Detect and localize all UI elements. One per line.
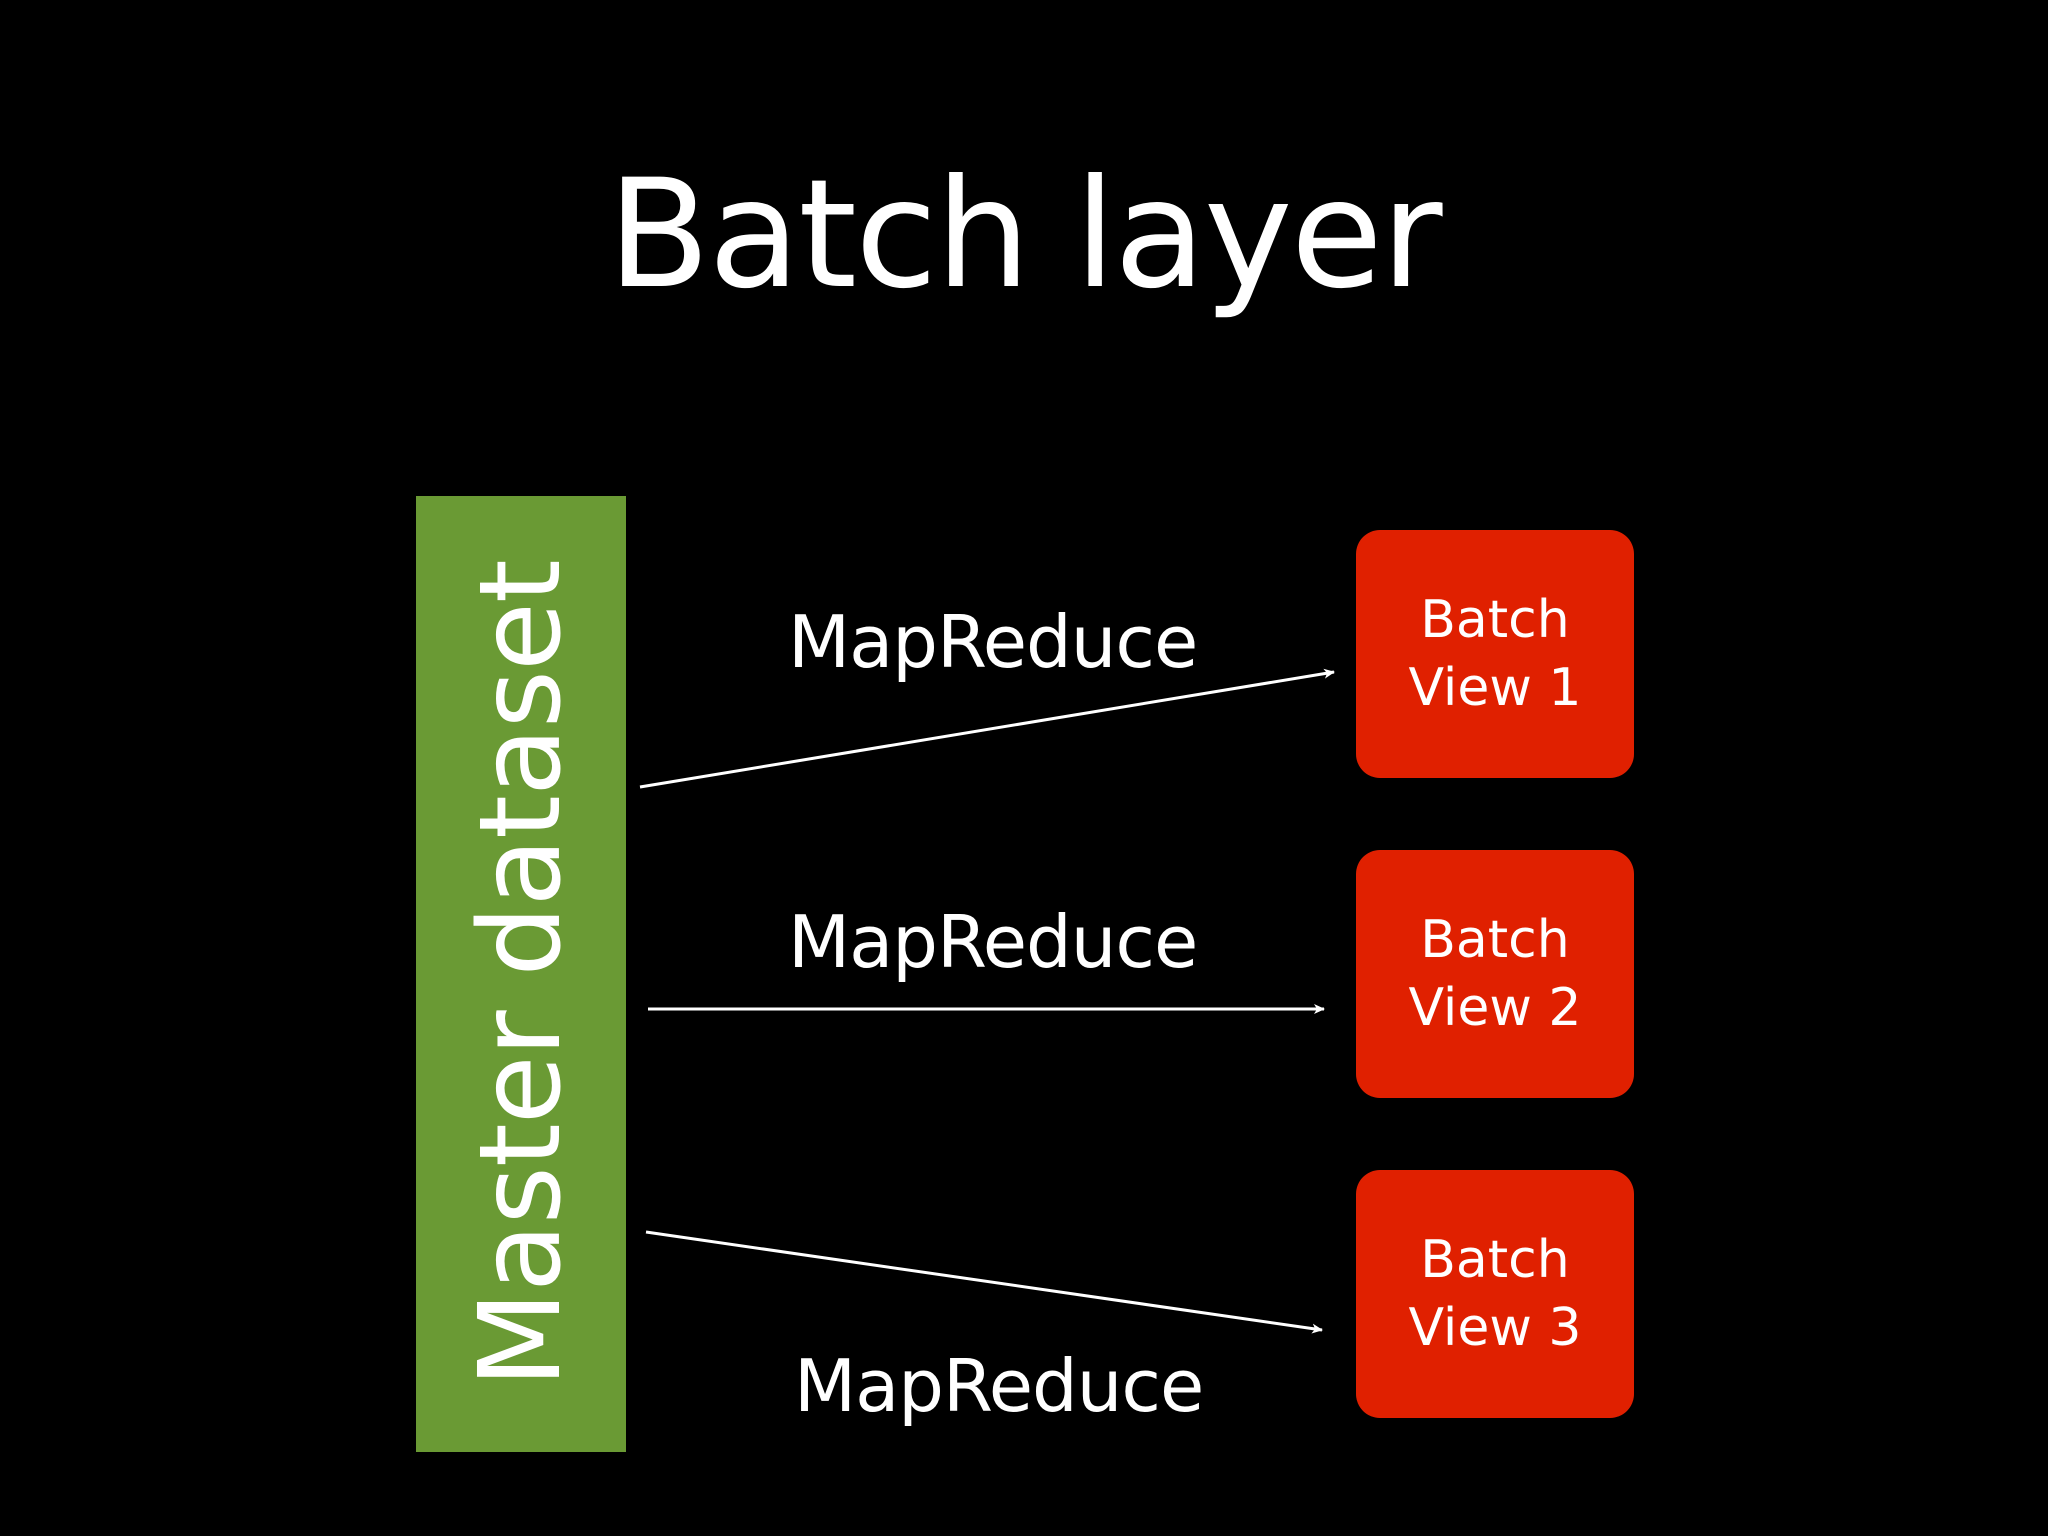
batch-view-2-line1: Batch xyxy=(1420,910,1570,970)
master-dataset-bar: Master dataset xyxy=(416,496,626,1452)
arrow-to-view-1 xyxy=(639,668,1335,789)
batch-view-1-line2: View 1 xyxy=(1408,658,1582,718)
mapreduce-label-1: MapReduce xyxy=(788,600,1198,684)
batch-view-1-line1: Batch xyxy=(1420,590,1570,650)
mapreduce-label-2: MapReduce xyxy=(788,900,1198,984)
arrow-to-view-3 xyxy=(645,1230,1323,1334)
batch-view-3-line1: Batch xyxy=(1420,1230,1570,1290)
batch-view-2: Batch View 2 xyxy=(1356,850,1634,1098)
batch-view-3: Batch View 3 xyxy=(1356,1170,1634,1418)
slide-title: Batch layer xyxy=(607,148,1442,322)
batch-view-3-line2: View 3 xyxy=(1408,1298,1582,1358)
mapreduce-label-3: MapReduce xyxy=(794,1344,1204,1428)
batch-view-1: Batch View 1 xyxy=(1356,530,1634,778)
batch-view-2-line2: View 2 xyxy=(1408,978,1582,1038)
